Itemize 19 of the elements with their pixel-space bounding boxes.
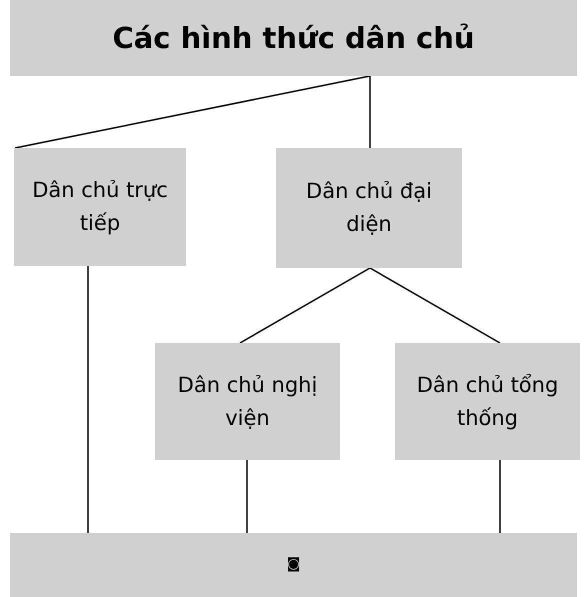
connector-line: [87, 266, 89, 533]
title-text: Các hình thức dân chủ: [111, 20, 476, 57]
title-box: [10, 0, 577, 76]
connector-line: [14, 75, 370, 149]
node-label: Dân chủ tổng thống: [416, 372, 560, 432]
node-box: [395, 343, 580, 460]
node-label: Dân chủ trực tiếp: [31, 177, 169, 237]
node-box: [155, 343, 340, 460]
node-label: Dân chủ đại diện: [305, 178, 433, 238]
node-label: Dân chủ nghị viện: [176, 372, 318, 432]
connector-line: [370, 267, 500, 344]
node-box: [276, 148, 462, 268]
symbol-text: ◙: [286, 555, 302, 574]
connector-line: [499, 460, 501, 533]
connector-line: [369, 76, 371, 148]
node-box: [14, 148, 186, 266]
connector-line: [240, 267, 370, 344]
bar-box: [10, 533, 577, 597]
connector-line: [246, 460, 248, 533]
